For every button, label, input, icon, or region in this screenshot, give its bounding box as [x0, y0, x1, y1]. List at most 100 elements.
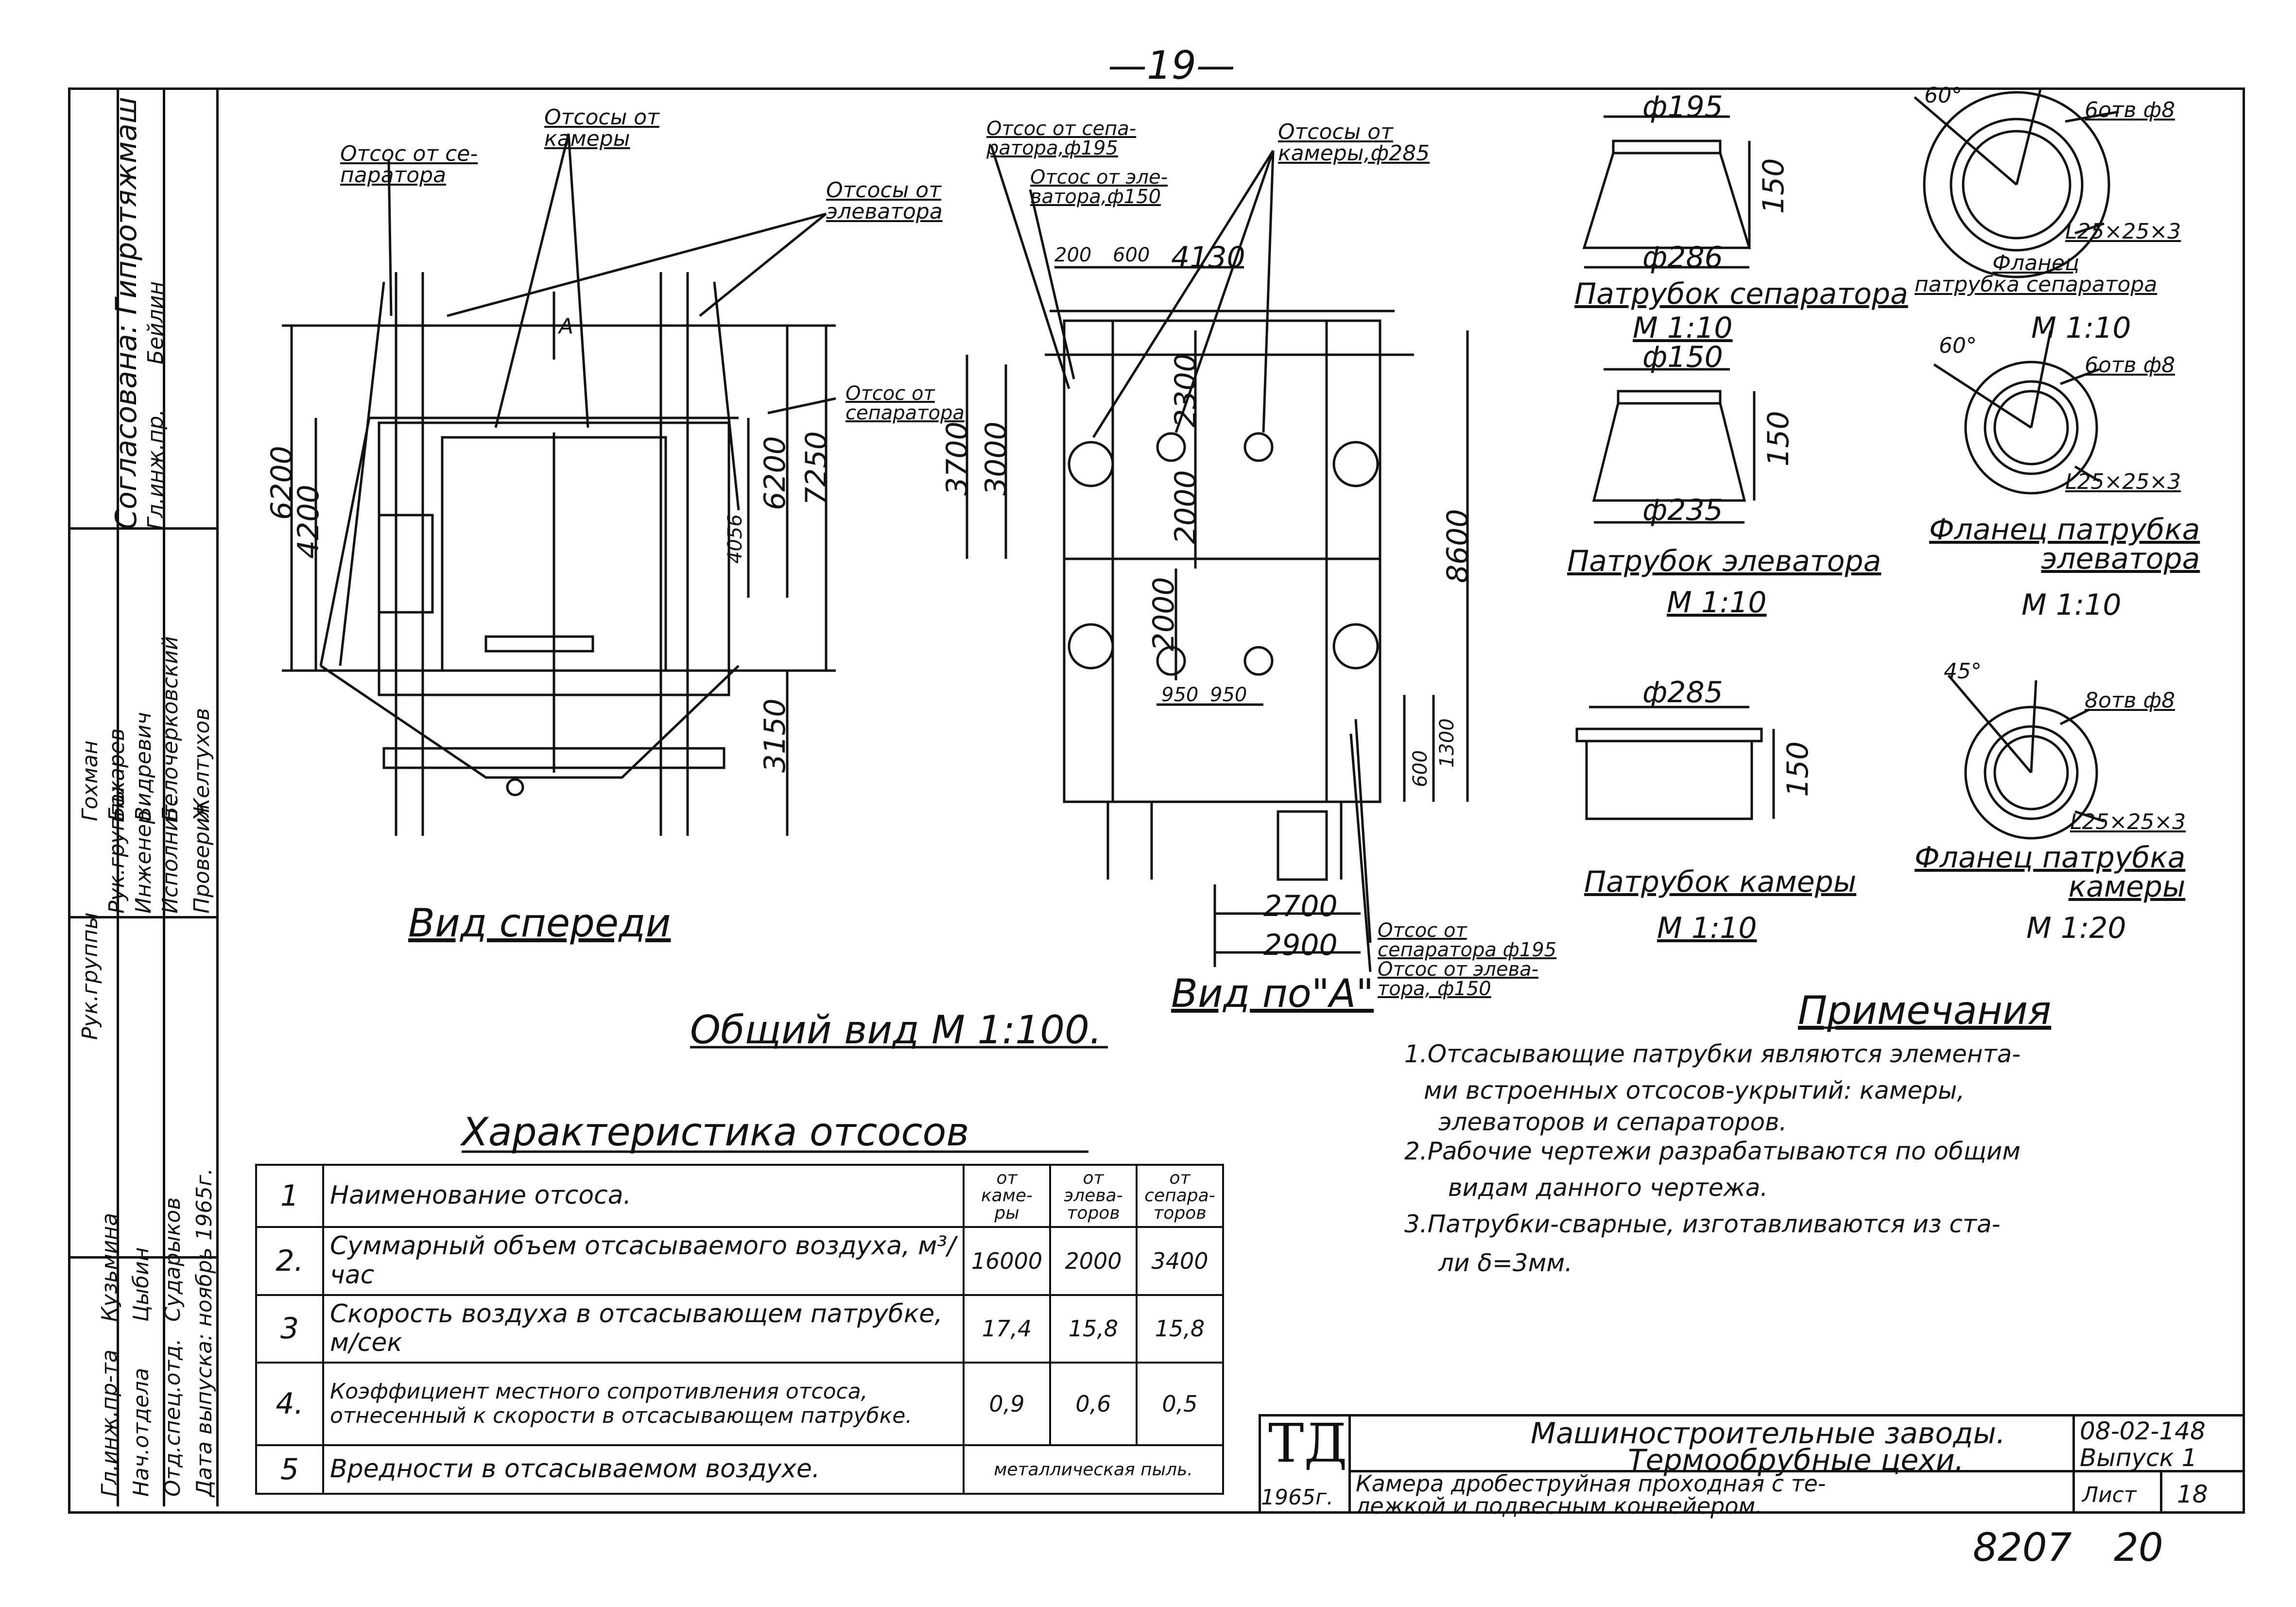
side-dim: 600 — [1409, 750, 1432, 787]
note-line: ли δ=3мм. — [1438, 1249, 1572, 1277]
front-dim: 6200 — [758, 436, 792, 510]
drawing-frame — [68, 87, 2245, 1514]
side-callout-elevator-bottom: Отсос от элева- тора, ф150 — [1378, 958, 1539, 1000]
flange-name: Фланец патрубка камеры — [1915, 841, 2186, 904]
row-description: Скорость воздуха в отсасывающем патрубке… — [322, 1294, 965, 1364]
row-value: 0,5 — [1136, 1362, 1224, 1447]
row-value: 15,8 — [1136, 1294, 1224, 1364]
nozzle-name: Патрубок сепаратора — [1574, 277, 1908, 311]
flange-scale: М 1:20 — [2026, 911, 2126, 945]
side-callout-separator-bottom: Отсос от сепаратора ф195 — [1378, 919, 1557, 961]
flange-holes: 6отв ф8 — [2085, 353, 2175, 378]
note-line: 1.Отсасывающие патрубки являются элемент… — [1404, 1040, 2021, 1068]
flange-holes: 6отв ф8 — [2085, 98, 2175, 122]
flange-holes: 8отв ф8 — [2085, 688, 2175, 713]
nozzle-scale: М 1:10 — [1667, 586, 1767, 620]
nozzle-height: 150 — [1757, 158, 1791, 214]
side-dim: 2300 — [1169, 353, 1203, 428]
side-dim: 200 — [1054, 244, 1092, 266]
front-dim: 3150 — [758, 698, 792, 773]
nozzle-height: 150 — [1781, 741, 1815, 797]
side-dim: 2700 — [1263, 889, 1338, 923]
row-description: Вредности в отсасываемом воздухе. — [322, 1444, 965, 1495]
title-year: 1965г. — [1261, 1485, 1334, 1510]
row-number: 4. — [255, 1362, 324, 1447]
side-dim: 2000 — [1147, 577, 1181, 651]
title-stamp: ТД — [1268, 1412, 1347, 1474]
title-block — [1259, 1414, 2243, 1511]
row-number: 3 — [255, 1294, 324, 1364]
title-drawing-title: Камера дробеструйная проходная с те- леж… — [1356, 1470, 1826, 1519]
row-value: 0,6 — [1049, 1362, 1138, 1447]
title-sheet-number: 18 — [2177, 1480, 2208, 1508]
flange-name: Фланец патрубка элеватора — [1929, 513, 2200, 576]
side-dim: 600 — [1113, 244, 1150, 266]
row-description: Суммарный объем отсасываемого воздуха, м… — [322, 1226, 965, 1296]
note-line: элеваторов и сепараторов. — [1438, 1108, 1787, 1136]
side-callout-separator: Отсос от сепа- ратора,ф195 — [986, 118, 1137, 159]
note-line: 2.Рабочие чертежи разрабатываются по общ… — [1404, 1137, 2021, 1165]
side-dim: 950 — [1161, 684, 1199, 706]
title-org-line1: Машиностроительные заводы. — [1531, 1417, 2005, 1451]
nozzle-height: 150 — [1761, 411, 1795, 467]
nozzle-top-dia: ф195 — [1642, 90, 1723, 124]
notes-title: Примечания — [1798, 988, 2052, 1033]
flange-angle-bar: L25×25×3 — [2065, 219, 2181, 244]
side-dim: 4130 — [1171, 241, 1245, 275]
bottom-number-right: 20 — [2114, 1525, 2163, 1570]
side-view-drawing — [966, 145, 1469, 972]
flange-angle: 45° — [1944, 659, 1982, 684]
nozzle-bottom-dia: ф235 — [1642, 493, 1723, 527]
side-dim: 2900 — [1263, 928, 1338, 962]
flange-scale: М 1:10 — [2021, 588, 2122, 622]
table-row: 4. Коэффициент местного сопротивления от… — [255, 1362, 1224, 1447]
row-description: Наименование отсоса. — [322, 1164, 965, 1228]
note-line: ми встроенных отсосов-укрытий: камеры, — [1424, 1076, 1965, 1105]
nozzle-name: Патрубок элеватора — [1567, 544, 1882, 578]
nozzle-scale: М 1:10 — [1657, 911, 1757, 945]
row-number: 5 — [255, 1444, 324, 1495]
table-row: 1 Наименование отсоса. от каме-ры от эле… — [255, 1164, 1224, 1228]
title-org-line2: Термообрубные цехи. — [1628, 1443, 1964, 1477]
row-number: 2. — [255, 1226, 324, 1296]
general-view-title: Общий вид М 1:100. — [690, 1007, 1102, 1053]
row-value: 0,9 — [963, 1362, 1051, 1447]
col-header-elevator: от элева-торов — [1049, 1164, 1138, 1228]
side-dim: 2000 — [1169, 470, 1203, 544]
col-header-chamber: от каме-ры — [963, 1164, 1051, 1228]
nozzle-top-dia: ф285 — [1642, 675, 1723, 709]
note-line: 3.Патрубки-сварные, изготавливаются из с… — [1404, 1210, 2001, 1238]
table-row: 5 Вредности в отсасываемом воздухе. мета… — [255, 1444, 1224, 1495]
nozzle-name: Патрубок камеры — [1584, 865, 1857, 899]
side-view-title: Вид по"А" — [1171, 971, 1374, 1016]
front-dim: 4056 — [724, 514, 746, 564]
row-merged-value: металлическая пыль. — [963, 1444, 1224, 1495]
flange-angle: 60° — [1939, 333, 1977, 358]
flange-name: Фланец патрубка сепаратора — [1915, 251, 2158, 297]
characteristics-table: 1 Наименование отсоса. от каме-ры от эле… — [255, 1164, 1224, 1495]
characteristics-title: Характеристика отсосов — [462, 1109, 969, 1155]
flange-angle-bar: L25×25×3 — [2065, 469, 2181, 494]
nozzle-bottom-dia: ф286 — [1642, 241, 1723, 275]
front-dim: 7250 — [799, 431, 833, 505]
note-line: видам данного чертежа. — [1448, 1174, 1768, 1202]
flange-scale: М 1:10 — [2031, 311, 2131, 345]
front-callout-separator-right: Отсос от сепаратора — [846, 382, 965, 424]
front-callout-chamber: Отсосы от камеры — [544, 105, 659, 151]
bottom-number-left: 8207 — [1973, 1525, 2072, 1570]
row-value: 2000 — [1049, 1226, 1138, 1296]
row-value: 17,4 — [963, 1294, 1051, 1364]
nozzle-scale: М 1:10 — [1633, 311, 1733, 345]
page-number: —19— — [1108, 43, 1235, 88]
flanges-drawing — [1914, 87, 2119, 840]
table-row: 2. Суммарный объем отсасываемого воздуха… — [255, 1226, 1224, 1296]
side-callout-elevator: Отсос от эле- ватора,ф150 — [1030, 166, 1168, 208]
side-dim: 950 — [1210, 684, 1247, 706]
col-header-separator: от сепара-торов — [1136, 1164, 1224, 1228]
side-dim: 3000 — [979, 421, 1013, 496]
row-number: 1 — [255, 1164, 324, 1228]
row-value: 16000 — [963, 1226, 1051, 1296]
front-callout-elevator: Отсосы от элеватора — [826, 178, 943, 224]
front-callout-view-a: А — [559, 314, 574, 339]
front-view-title: Вид спереди — [408, 900, 671, 946]
